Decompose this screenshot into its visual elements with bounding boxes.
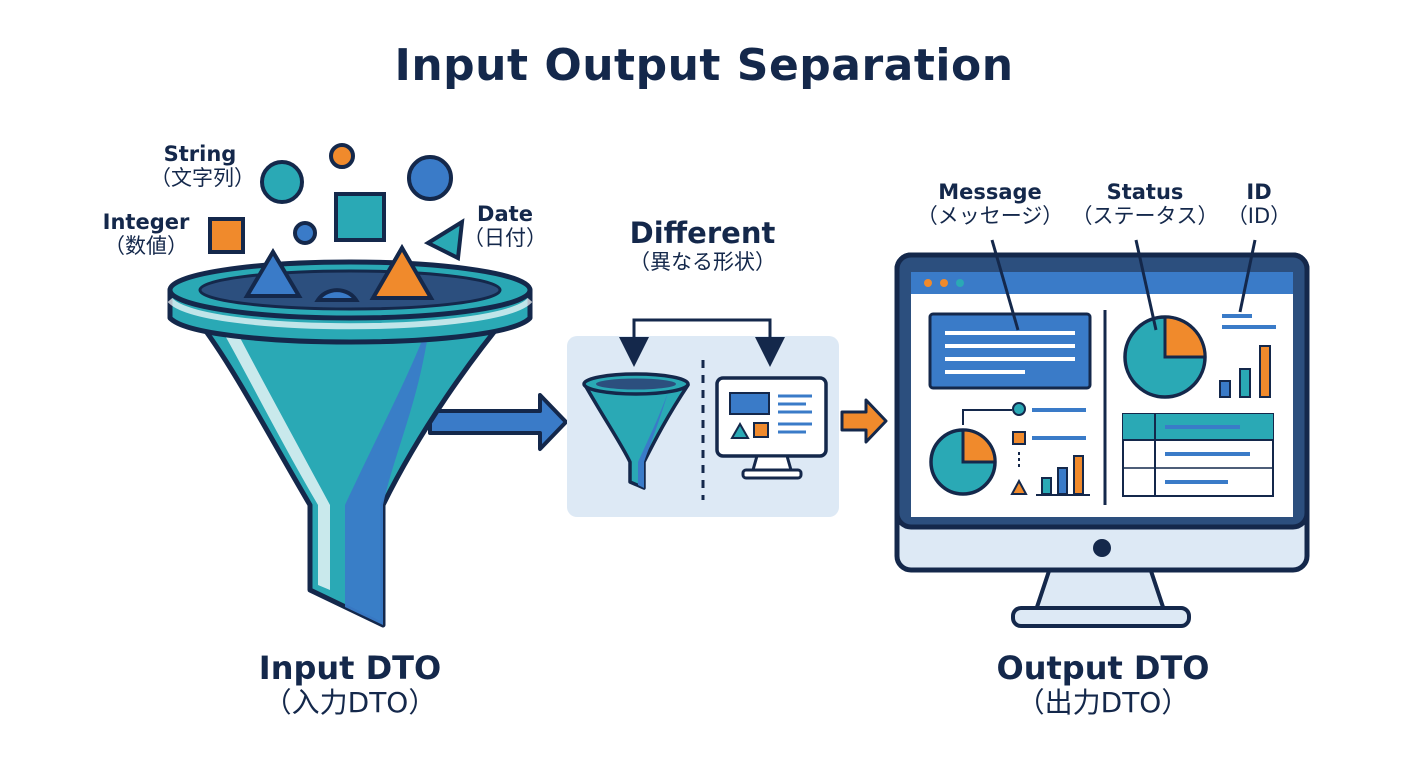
mini-monitor-icon [715, 376, 828, 480]
status-title: Status [1106, 180, 1184, 204]
date-label: Date （日付） [460, 202, 550, 250]
input-funnel-icon [167, 244, 568, 628]
output-dto-subtitle: （出力DTO） [1016, 685, 1190, 719]
funnel-output-arrow [428, 393, 568, 451]
integer-subtitle: （数値） [104, 234, 188, 259]
callout-lines [990, 239, 1257, 331]
message-label: Message （メッセージ） [900, 180, 1080, 228]
input-dto-subtitle: （入力DTO） [263, 685, 437, 719]
small-blue-circle-shape [293, 221, 317, 245]
string-subtitle: （文字列） [150, 166, 255, 191]
id-label: ID （ID） [1226, 180, 1292, 228]
output-dto-title: Output DTO [996, 649, 1210, 687]
integer-label: Integer （数値） [92, 210, 200, 258]
string-label: String （文字列） [150, 142, 255, 191]
teal-square-shape [334, 192, 386, 242]
mini-funnel-icon [582, 372, 690, 490]
different-label: Different （異なる形状） [600, 216, 805, 275]
status-subtitle: （ステータス） [1071, 204, 1219, 229]
different-title: Different [629, 216, 776, 250]
diagram-title: Input Output Separation [394, 40, 1014, 91]
id-title: ID [1246, 180, 1272, 204]
different-shape-panel [567, 318, 839, 517]
status-label: Status （ステータス） [1062, 180, 1228, 228]
input-dto-title: Input DTO [258, 649, 442, 687]
output-monitor-icon [894, 252, 1310, 628]
orange-square-shape [208, 217, 245, 254]
integer-title: Integer [102, 210, 190, 234]
date-subtitle: （日付） [463, 226, 547, 251]
input-dto-label: Input DTO （入力DTO） [225, 650, 475, 719]
date-title: Date [477, 202, 533, 226]
id-subtitle: （ID） [1226, 204, 1292, 229]
teal-circle-shape [260, 160, 304, 204]
orange-circle-shape [329, 143, 355, 169]
string-title: String [163, 142, 237, 166]
message-subtitle: （メッセージ） [916, 204, 1064, 229]
blue-circle-shape [407, 155, 453, 201]
different-subtitle: （異なる形状） [629, 250, 776, 275]
teal-triangle-shape [423, 218, 465, 262]
orange-flow-arrow [840, 398, 888, 444]
output-dto-label: Output DTO （出力DTO） [968, 650, 1238, 719]
message-title: Message [938, 180, 1042, 204]
